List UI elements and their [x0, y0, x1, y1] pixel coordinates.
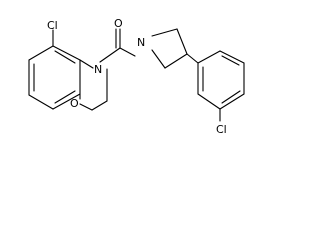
pyrrolidine-ring — [151, 28, 188, 69]
bond — [119, 47, 136, 57]
atom-oxygen-ring: O — [70, 97, 79, 110]
bond — [197, 93, 221, 110]
bond — [151, 49, 166, 69]
pyrrolidine-phenyl-link — [186, 53, 199, 64]
double-bond-inner — [54, 90, 76, 104]
oxazine-ring-bonds — [79, 59, 108, 111]
bond — [79, 103, 93, 111]
double-bond-inner — [221, 55, 240, 66]
bond — [99, 47, 121, 63]
bond — [28, 45, 54, 61]
urea-linkage — [99, 28, 136, 63]
molecule-structure: Cl O N N O Cl — [28, 17, 245, 136]
bond — [151, 28, 178, 37]
bond — [28, 94, 54, 110]
bond — [176, 28, 188, 55]
benzoxazine-aromatic-ring — [28, 45, 81, 110]
chlorophenyl-ring — [197, 50, 245, 110]
atom-cl-bottom: Cl — [216, 123, 227, 136]
bond — [52, 93, 81, 110]
bond — [79, 59, 94, 69]
bond — [186, 53, 199, 64]
bond — [219, 93, 245, 110]
bond — [91, 100, 108, 111]
atom-oxygen-carbonyl: O — [114, 17, 123, 30]
bond — [52, 45, 81, 61]
double-bond-inner — [54, 50, 76, 64]
atom-nitrogen-pyrrolidine: N — [137, 36, 145, 49]
bond — [197, 50, 221, 64]
atom-cl-top: Cl — [47, 19, 58, 32]
atom-nitrogen-ring: N — [94, 63, 102, 76]
double-bond-inner — [221, 90, 241, 104]
bond — [219, 50, 245, 64]
bond — [164, 53, 188, 69]
